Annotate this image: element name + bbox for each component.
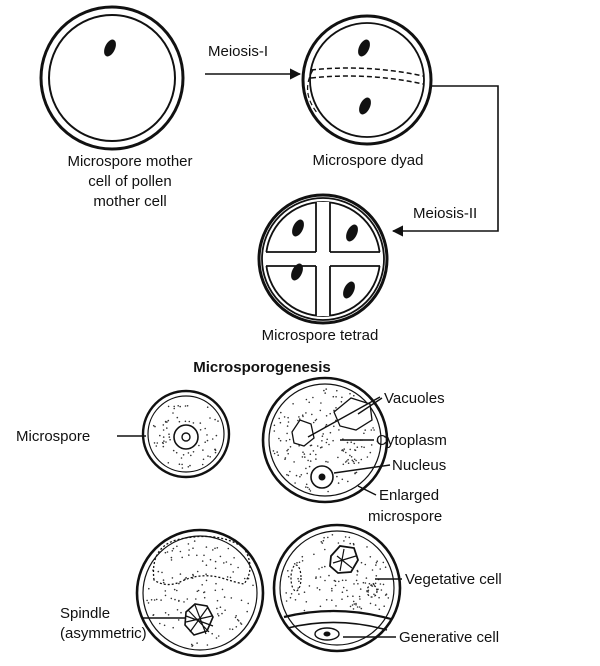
enlarged-label-1: Enlarged: [379, 487, 439, 504]
vegetative-cell-label: Vegetative cell: [405, 571, 502, 588]
tetrad-nucleus-1: [292, 219, 304, 237]
section-title: Microsporogenesis: [193, 359, 331, 376]
enlarged-label-2: microspore: [368, 508, 442, 525]
small-vacuole-2: [366, 584, 378, 598]
spindle-label-1: Spindle: [60, 605, 110, 622]
meiosis-2-arrow: [391, 85, 499, 237]
cytoplasm-label: Cytoplasm: [376, 432, 447, 449]
tetrad-nucleus-2: [346, 224, 358, 242]
spindle-label-2: (asymmetric): [60, 625, 147, 642]
mother-cell-label-1: Microspore mother: [67, 153, 192, 170]
tetrad-nucleus-4: [343, 281, 355, 299]
microspore-dyad: [301, 14, 433, 146]
mother-cell-label-2: cell of pollen: [88, 173, 171, 190]
meiosis-2-label: Meiosis-II: [413, 205, 477, 222]
dividing-cell-cytoplasm-dots: [146, 540, 254, 647]
pollen-grain-cytoplasm-dots: [285, 534, 390, 613]
nucleus-label: Nucleus: [392, 457, 446, 474]
dividing-microspore: [135, 528, 265, 658]
pollen-grain: [272, 523, 402, 653]
vacuoles-label: Vacuoles: [384, 390, 445, 407]
microspore-tetrad: [257, 193, 389, 325]
microspore-cell: [141, 389, 231, 479]
nucleus-pointer: [333, 464, 391, 474]
generative-cell-label: Generative cell: [399, 629, 499, 646]
dyad-nucleus-top: [358, 39, 370, 57]
mother-cell-nucleus: [104, 39, 116, 57]
enlarged-pointer: [357, 485, 377, 496]
dyad-nucleus-bottom: [359, 97, 371, 115]
dyad-label: Microspore dyad: [313, 152, 424, 169]
microspore-mother-cell: [39, 5, 185, 151]
vacuoles-pointer-2: [357, 397, 383, 415]
microspore-label: Microspore: [16, 428, 90, 445]
microspore-cytoplasm-dots: [152, 405, 219, 469]
mother-cell-label-3: mother cell: [93, 193, 166, 210]
vacuoles-pointer-1: [307, 396, 381, 438]
tetrad-label: Microspore tetrad: [262, 327, 379, 344]
vacuole-outline: [152, 535, 251, 586]
vacuole-2: [291, 419, 315, 447]
tetrad-nucleus-3: [291, 263, 303, 281]
small-vacuole-1: [290, 564, 302, 592]
enlarged-microspore: [261, 376, 389, 504]
meiosis-1-label: Meiosis-I: [208, 43, 268, 60]
microspore-nucleus: [173, 424, 199, 450]
vacuole-1: [333, 397, 373, 431]
enlarged-microspore-cytoplasm-dots: [272, 388, 379, 493]
generative-cell-wall: [283, 609, 392, 621]
